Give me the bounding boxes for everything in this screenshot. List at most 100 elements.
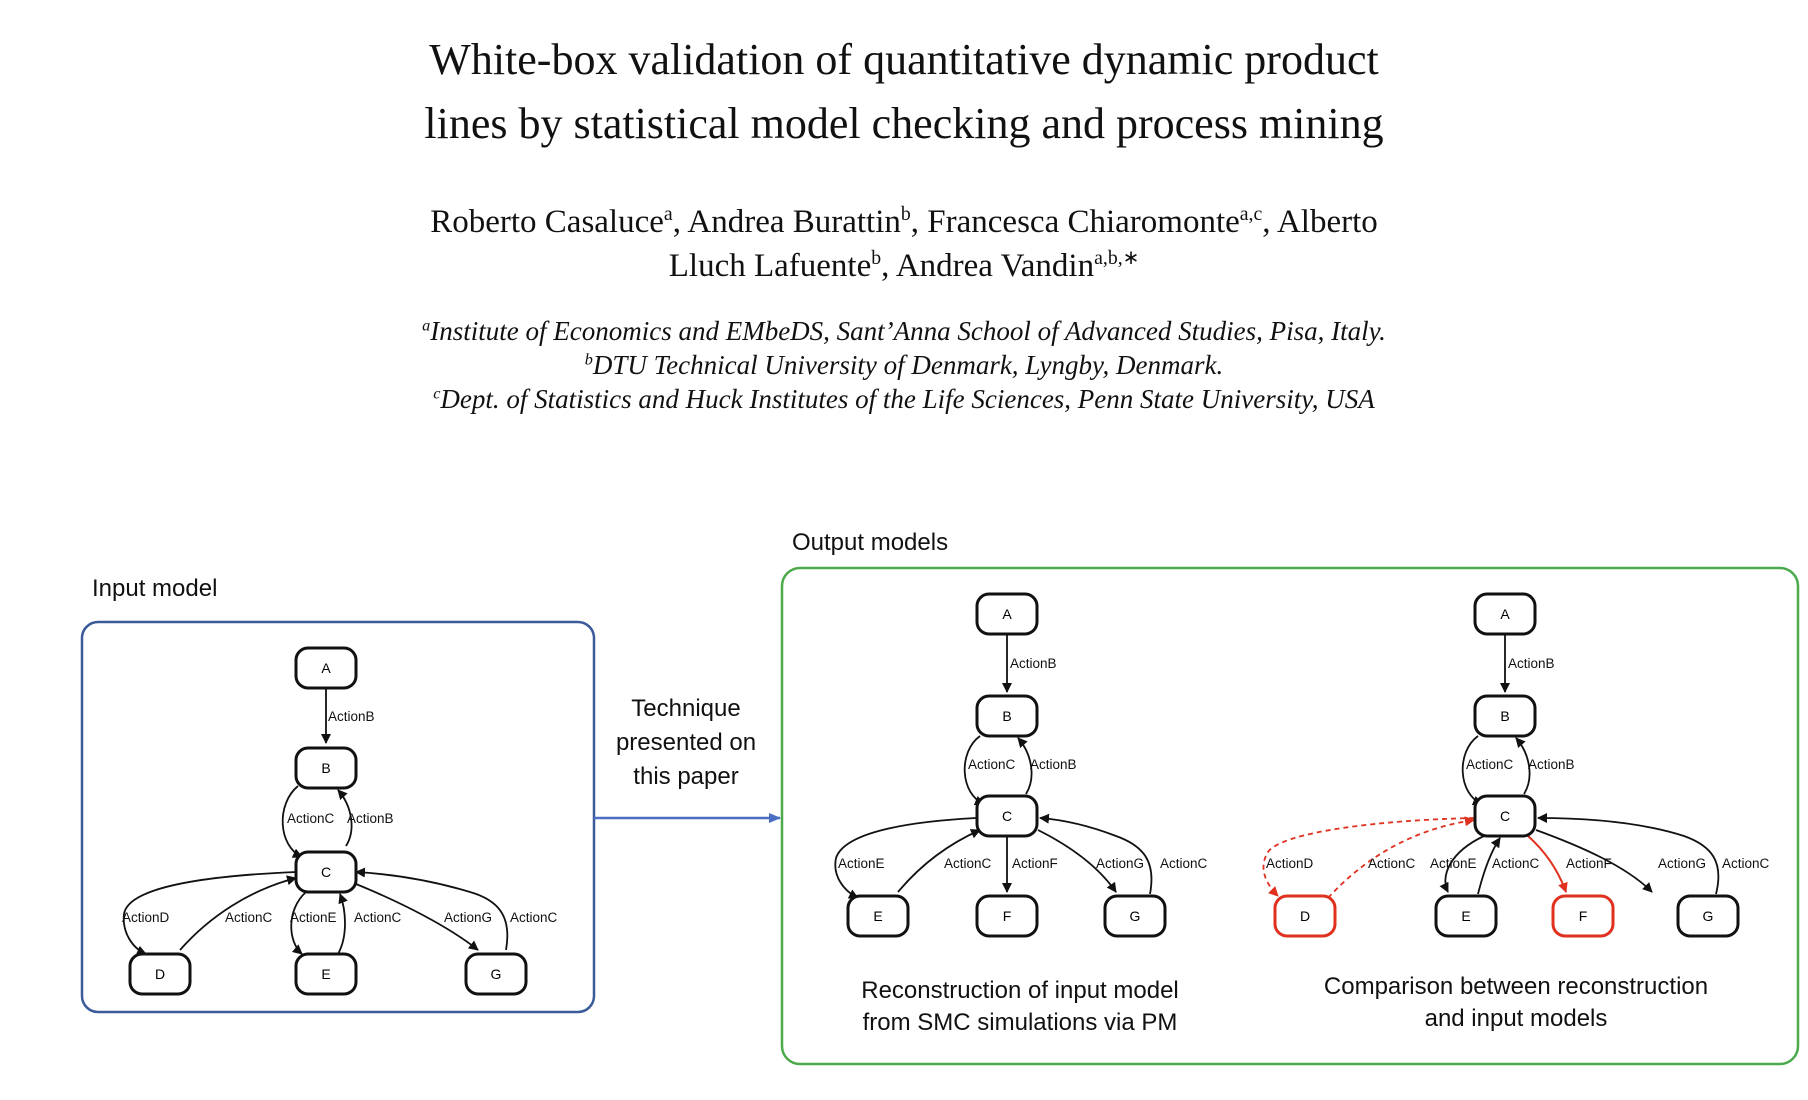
edge-label: ActionC	[1492, 856, 1540, 871]
technique-line-1: Technique	[631, 695, 740, 722]
edge-c-b	[1017, 737, 1033, 795]
authors-line-1: Roberto Casalucea, Andrea Burattinb, Fra…	[0, 200, 1808, 244]
edge-label: ActionC	[968, 757, 1016, 772]
node-label: D	[1300, 908, 1310, 924]
edge-label: ActionE	[838, 856, 885, 871]
edge-label: ActionG	[1096, 856, 1144, 871]
edge-label: ActionC	[1160, 856, 1208, 871]
node-label: A	[1500, 606, 1510, 622]
authors-line-2: Lluch Lafuenteb, Andrea Vandina,b,∗	[0, 244, 1808, 288]
edge-c-b	[337, 789, 353, 847]
node-label: A	[1002, 606, 1012, 622]
input-model-graph: ActionB ActionC ActionB ActionD ActionC …	[122, 646, 558, 996]
edge-label: ActionB	[347, 811, 394, 826]
edge-e-c	[897, 829, 981, 893]
node-f-extra: F	[1551, 894, 1615, 938]
author-separator: ,	[672, 204, 688, 240]
reconstruction-caption-line-1: Reconstruction of input model	[861, 977, 1179, 1004]
node-label: D	[155, 966, 165, 982]
author-name: Andrea Burattin	[687, 204, 901, 240]
edge-c-g	[355, 883, 479, 951]
edge-c-f-extra	[1527, 835, 1568, 893]
node-e: E	[846, 894, 910, 938]
node-label: G	[1130, 908, 1141, 924]
affiliation-mark: b	[584, 350, 593, 369]
edge-c-d	[122, 871, 297, 956]
affiliation-text: Dept. of Statistics and Huck Institutes …	[440, 384, 1375, 414]
node-label: C	[321, 864, 331, 880]
author-separator: ,	[881, 248, 896, 284]
comparison-caption-line-1: Comparison between reconstruction	[1324, 973, 1708, 1000]
node-c: C	[975, 794, 1039, 838]
title-line-1: White-box validation of quantitative dyn…	[429, 35, 1379, 84]
node-label: B	[1002, 708, 1011, 724]
node-label: A	[321, 660, 331, 676]
node-g: G	[464, 952, 528, 996]
node-e: E	[1434, 894, 1498, 938]
edge-label: ActionG	[1658, 856, 1706, 871]
reconstruction-caption-line-2: from SMC simulations via PM	[863, 1009, 1178, 1036]
edge-label: ActionB	[1528, 757, 1575, 772]
node-g: G	[1103, 894, 1167, 938]
edge-c-g	[1535, 829, 1653, 893]
node-label: E	[873, 908, 882, 924]
edge-g-c	[1537, 813, 1720, 895]
edge-label: ActionC	[287, 811, 335, 826]
author-affil-mark: a	[663, 203, 673, 226]
node-f: F	[975, 894, 1039, 938]
node-e: E	[294, 952, 358, 996]
node-a: A	[975, 592, 1039, 636]
comparison-caption-line-2: and input models	[1425, 1005, 1608, 1032]
node-b: B	[1473, 694, 1537, 738]
edge-label: ActionC	[225, 910, 273, 925]
affiliation-mark: c	[433, 384, 441, 403]
edge-label: ActionB	[1508, 656, 1555, 671]
author-separator: ,	[910, 204, 928, 240]
edge-d-c-missing	[1327, 816, 1475, 899]
edge-d-c	[179, 875, 297, 951]
node-label: C	[1002, 808, 1012, 824]
edge-c-b	[1515, 737, 1531, 795]
author-affil-mark: a,b,∗	[1094, 247, 1140, 270]
output-models-label: Output models	[792, 529, 948, 556]
edge-label: ActionF	[1566, 856, 1612, 871]
node-a: A	[1473, 592, 1537, 636]
title-line-2: lines by statistical model checking and …	[424, 99, 1384, 148]
edge-label: ActionC	[1368, 856, 1416, 871]
node-label: B	[321, 760, 330, 776]
edge-e-c	[337, 893, 348, 955]
edge-label: ActionE	[290, 910, 337, 925]
node-label: E	[321, 966, 330, 982]
edge-label: ActionD	[122, 910, 170, 925]
edge-label: ActionB	[1010, 656, 1057, 671]
paper-title: White-box validation of quantitative dyn…	[0, 28, 1808, 156]
output-models-frame	[780, 566, 1800, 1066]
author-affil-mark: b	[900, 203, 911, 226]
edge-g-c	[1039, 813, 1153, 895]
technique-line-2: presented on	[616, 729, 756, 756]
node-b: B	[294, 746, 358, 790]
node-label: F	[1003, 908, 1012, 924]
edge-c-e	[834, 817, 977, 899]
edge-label: ActionB	[1030, 757, 1077, 772]
edge-label: ActionC	[354, 910, 402, 925]
edge-c-d-missing	[1262, 817, 1475, 897]
node-label: C	[1500, 808, 1510, 824]
node-label: E	[1461, 908, 1470, 924]
node-g: G	[1676, 894, 1740, 938]
affiliation-a: aInstitute of Economics and EMbeDS, Sant…	[0, 314, 1808, 348]
affiliation-mark: a	[422, 316, 431, 335]
edge-c-e	[290, 891, 307, 955]
edge-label: ActionC	[1466, 757, 1514, 772]
node-label: G	[1703, 908, 1714, 924]
edge-b-c	[1461, 735, 1483, 806]
edge-label: ActionC	[944, 856, 992, 871]
author-affil-mark: b	[871, 247, 882, 270]
node-label: B	[1500, 708, 1509, 724]
node-d-missing: D	[1273, 894, 1337, 938]
technique-line-3: this paper	[633, 763, 738, 790]
comparison-graph: ActionB ActionC ActionB ActionD ActionC …	[1262, 592, 1770, 938]
author-name: Roberto Casaluce	[430, 204, 664, 240]
author-name: Lluch Lafuente	[668, 248, 872, 284]
